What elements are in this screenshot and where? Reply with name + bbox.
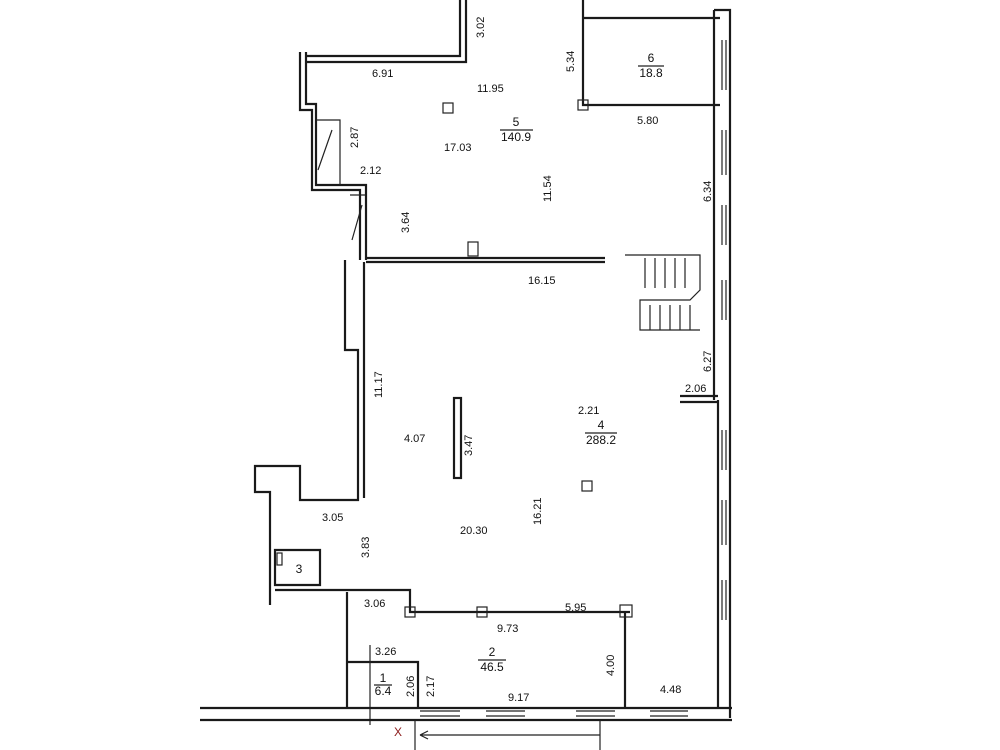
svg-text:5.80: 5.80: [637, 115, 658, 127]
svg-text:6: 6: [648, 51, 655, 65]
svg-text:16.15: 16.15: [528, 275, 556, 287]
svg-text:17.03: 17.03: [444, 142, 472, 154]
svg-text:4.48: 4.48: [660, 684, 681, 696]
windows-right: [721, 40, 727, 620]
svg-text:20.30: 20.30: [460, 525, 488, 537]
svg-text:4.07: 4.07: [404, 433, 425, 445]
svg-text:9.17: 9.17: [508, 692, 529, 704]
svg-text:2.87: 2.87: [349, 127, 361, 148]
svg-text:6.34: 6.34: [702, 181, 714, 202]
svg-text:3.47: 3.47: [463, 435, 475, 456]
svg-text:5: 5: [513, 115, 520, 129]
room-3-label: 3: [296, 562, 303, 576]
dimension-labels: 3.02 6.91 11.95 5.34 5.80 2.87 17.03 2.1…: [322, 17, 714, 704]
svg-text:288.2: 288.2: [586, 433, 616, 447]
svg-text:4: 4: [598, 418, 605, 432]
svg-text:3.83: 3.83: [360, 537, 372, 558]
svg-text:5.34: 5.34: [565, 51, 577, 72]
svg-text:2.21: 2.21: [578, 405, 599, 417]
svg-text:3.26: 3.26: [375, 646, 396, 658]
svg-text:2.06: 2.06: [405, 676, 417, 697]
svg-text:4.00: 4.00: [605, 655, 617, 676]
room-4-label: 4 288.2: [585, 418, 617, 447]
x-marker: X: [394, 725, 402, 739]
room-1-label: 1 6.4: [374, 671, 392, 698]
svg-text:6.91: 6.91: [372, 68, 393, 80]
svg-text:18.8: 18.8: [639, 66, 663, 80]
svg-text:3: 3: [296, 562, 303, 576]
room-6-label: 6 18.8: [638, 51, 664, 80]
svg-text:2: 2: [489, 645, 496, 659]
svg-text:2.17: 2.17: [425, 676, 437, 697]
svg-text:11.95: 11.95: [477, 83, 504, 95]
svg-text:46.5: 46.5: [480, 660, 504, 674]
column-square: [581, 480, 593, 492]
svg-text:11.17: 11.17: [373, 371, 385, 398]
column: [452, 396, 463, 480]
svg-text:5.95: 5.95: [565, 602, 586, 614]
svg-text:9.73: 9.73: [497, 623, 518, 635]
room-2-label: 2 46.5: [478, 645, 506, 674]
room-5-label: 5 140.9: [500, 115, 533, 144]
svg-text:6.4: 6.4: [375, 684, 392, 698]
svg-text:3.02: 3.02: [475, 17, 487, 38]
svg-text:2.06: 2.06: [685, 383, 706, 395]
svg-text:2.12: 2.12: [360, 165, 381, 177]
svg-text:1: 1: [380, 671, 387, 685]
column-square: [442, 102, 454, 114]
svg-text:11.54: 11.54: [542, 175, 554, 202]
svg-text:3.05: 3.05: [322, 512, 343, 524]
svg-text:3.06: 3.06: [364, 598, 385, 610]
svg-text:16.21: 16.21: [532, 497, 544, 525]
walls: [200, 0, 732, 750]
stairs: [625, 254, 701, 331]
svg-text:6.27: 6.27: [702, 351, 714, 372]
svg-text:3.64: 3.64: [400, 212, 412, 233]
svg-text:140.9: 140.9: [501, 130, 531, 144]
